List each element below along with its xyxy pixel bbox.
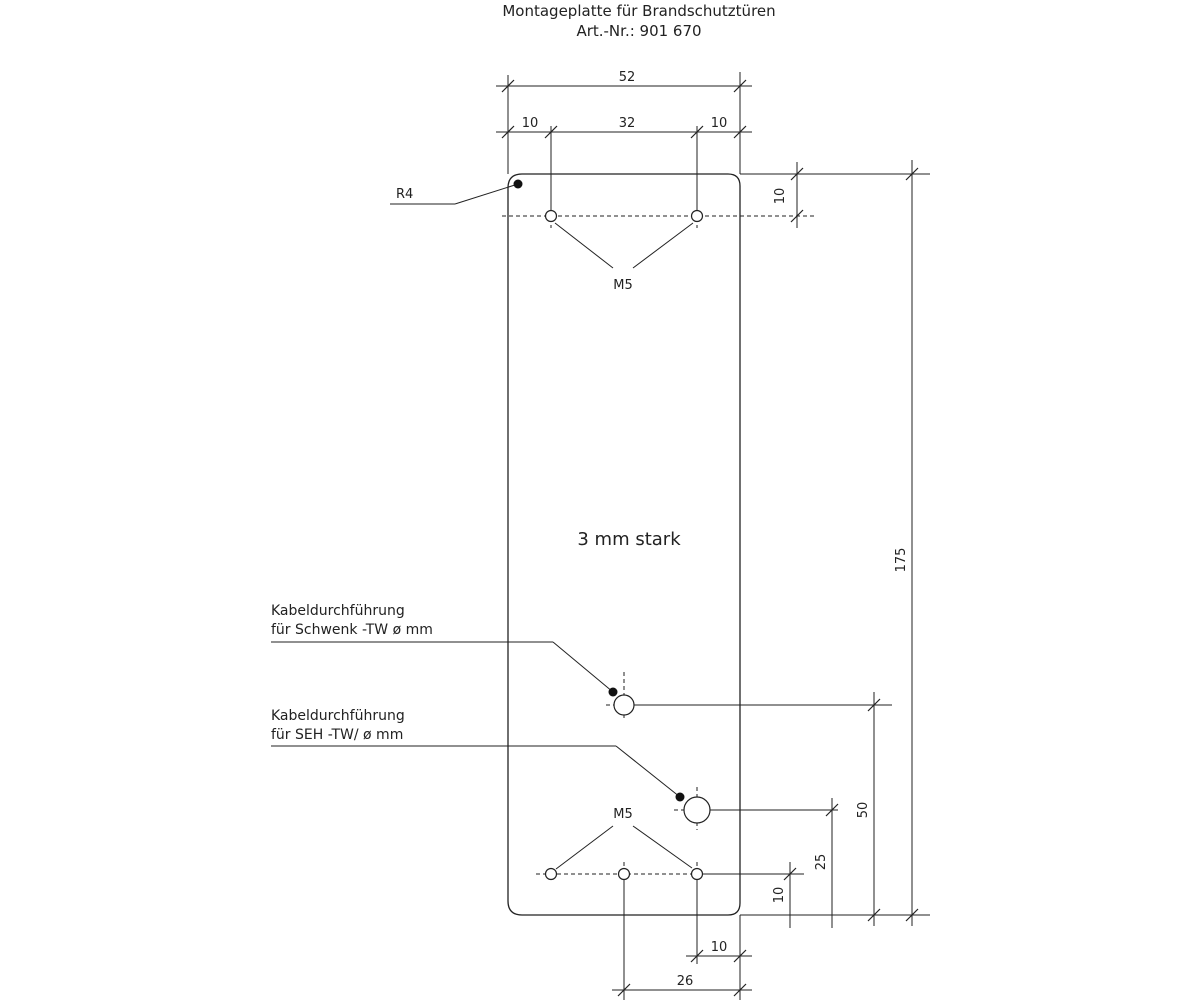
dim-tick	[733, 79, 747, 93]
dim-tick	[905, 167, 919, 181]
top-hole-label: M5	[613, 278, 633, 293]
title-line-2: Art.-Nr.: 901 670	[576, 22, 701, 40]
dim-tick	[690, 949, 704, 963]
cable-seh-hole	[683, 796, 711, 824]
cable-seh-label-line1: Kabeldurchführung	[271, 708, 405, 724]
dim-tick	[544, 125, 558, 139]
dim-tick	[867, 698, 881, 712]
bottom-hole-center	[617, 867, 631, 881]
dim-tick	[733, 125, 747, 139]
bottom-hole-left	[544, 867, 558, 881]
dim-height-total: 175	[894, 548, 909, 573]
dim-top-left-offset: 10	[522, 116, 539, 131]
cable-seh-leader-diagonal	[615, 745, 681, 798]
m5-top-leader-right	[632, 222, 694, 269]
dim-tick	[867, 908, 881, 922]
dim-tick	[690, 125, 704, 139]
dim-tick	[501, 79, 515, 93]
dim-tick	[733, 983, 747, 997]
cable-schwenk-leader-dot	[608, 687, 618, 697]
dim-tick	[617, 983, 631, 997]
cable-seh-leader-dot	[675, 792, 685, 802]
cable-schwenk-leader-diagonal	[552, 641, 614, 693]
bottom-hole-right	[690, 867, 704, 881]
dim-bottom-hole-height: 10	[772, 887, 787, 904]
m5-bottom-leader-left	[555, 825, 614, 870]
dim-tick	[825, 803, 839, 817]
dim-top-hole-depth: 10	[773, 188, 788, 205]
cable-seh-label-line2: für SEH -TW/ ø mm	[271, 727, 403, 743]
plate-thickness-label: 3 mm stark	[577, 529, 681, 550]
dim-tick	[501, 125, 515, 139]
r4-leader-diagonal	[454, 183, 519, 205]
m5-bottom-leader-right	[632, 825, 693, 869]
title-line-1: Montageplatte für Brandschutztüren	[502, 2, 775, 20]
corner-radius-label: R4	[396, 187, 413, 202]
cable-schwenk-label-line1: Kabeldurchführung	[271, 603, 405, 619]
dim-tick	[783, 867, 797, 881]
dim-bottom-spacing: 26	[677, 974, 694, 989]
r4-leader-dot	[513, 179, 523, 189]
m5-top-leader-left	[554, 222, 614, 269]
dim-tick	[790, 209, 804, 223]
dim-tick	[905, 908, 919, 922]
plate-outline	[507, 173, 741, 916]
top-hole-left	[544, 209, 558, 223]
dim-bottom-right-offset: 10	[711, 940, 728, 955]
dim-tick	[790, 167, 804, 181]
dim-width-total: 52	[619, 70, 636, 85]
cable-schwenk-label-line2: für Schwenk -TW ø mm	[271, 622, 433, 638]
dim-tick	[733, 949, 747, 963]
dim-seh-height: 25	[814, 854, 829, 871]
dim-top-hole-spacing: 32	[619, 116, 636, 131]
dim-schwenk-height: 50	[856, 802, 871, 819]
bottom-hole-label: M5	[613, 807, 633, 822]
dim-top-right-offset: 10	[711, 116, 728, 131]
cable-schwenk-hole	[613, 694, 635, 716]
top-hole-right	[690, 209, 704, 223]
